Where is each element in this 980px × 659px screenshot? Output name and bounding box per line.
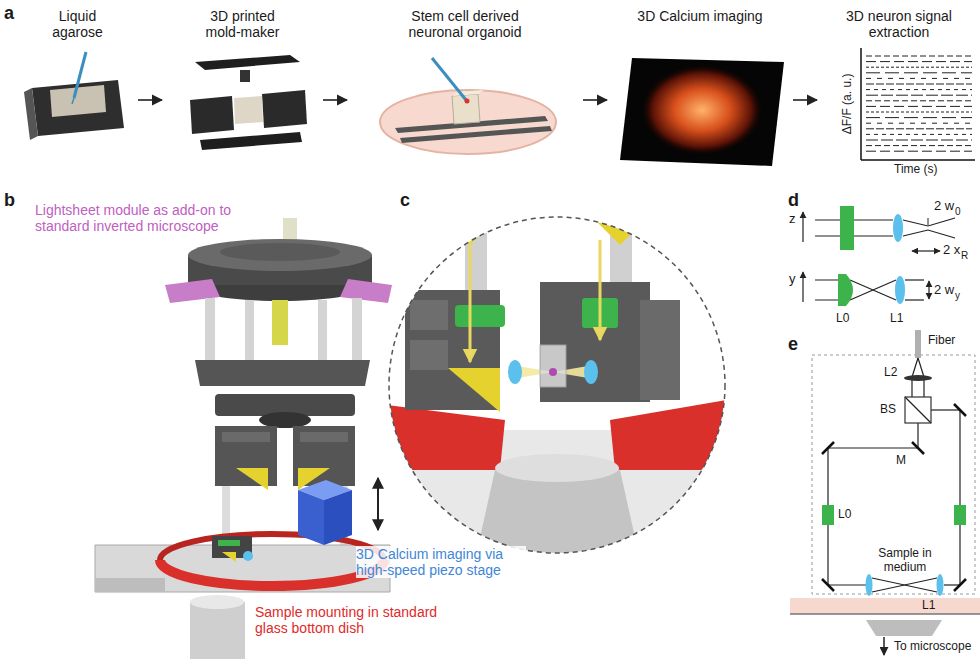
annotation-label: Lightsheet module as add-on to standard … [35, 202, 250, 234]
lightsheet-module [95, 218, 392, 659]
signal-trace [866, 84, 972, 85]
annotation-label: 0 [955, 206, 961, 218]
annotation-label: z [789, 212, 796, 227]
annotation-label: L2 [884, 366, 897, 380]
annotation-label: 2 w [934, 199, 954, 214]
step-label: 3D Calcium imaging [618, 8, 783, 24]
mold-maker [190, 55, 307, 150]
signal-chart [861, 48, 975, 160]
annotation-label: 3D Calcium imaging via high-speed piezo … [356, 546, 526, 578]
step-node: 3D Calcium imaging [610, 8, 790, 168]
step-label: Liquid agarose [38, 8, 118, 40]
annotation-label: R [961, 250, 968, 262]
step-label: 3D neuron signal extraction [843, 8, 955, 40]
signal-trace [866, 134, 972, 135]
optical-layout [790, 330, 980, 655]
signal-trace [866, 151, 972, 152]
step-node: Liquid agarose [20, 8, 135, 168]
signal-trace [866, 72, 972, 73]
panel-letter: c [400, 190, 410, 211]
annotation-label: To microscope [894, 640, 971, 654]
annotation-label: L1 [890, 312, 903, 326]
step-node: 3D printed mold-maker [165, 8, 320, 168]
step-label: Stem cell derived neuronal organoid [390, 8, 540, 40]
beam-lenses [838, 206, 905, 306]
step-label: 3D printed mold-maker [195, 8, 290, 40]
signal-trace [866, 112, 972, 113]
annotation-label: Time (s) [894, 163, 938, 177]
annotation-label: y [955, 290, 960, 302]
signal-trace [866, 67, 972, 68]
annotation-label: ΔF/F (a. u.) [841, 74, 855, 135]
step-arrow [583, 99, 607, 101]
signal-trace [866, 106, 972, 107]
annotation-label: y [789, 272, 796, 287]
panel-letter: e [788, 334, 798, 355]
annotation-label: 2 x [943, 243, 960, 258]
signal-trace [866, 128, 972, 129]
annotation-label: Sample in medium [872, 547, 938, 575]
annotation-label: L1 [922, 599, 935, 613]
signal-trace [866, 95, 972, 96]
culture-dish [380, 58, 556, 154]
annotation-label: BS [880, 403, 896, 417]
beam-geometry [803, 212, 955, 302]
signal-trace [866, 61, 972, 62]
step-arrow [793, 99, 817, 101]
signal-trace [866, 89, 972, 90]
signal-trace [866, 56, 972, 57]
signal-trace [866, 123, 972, 124]
calcium-image [620, 58, 784, 166]
annotation-label: L0 [838, 508, 851, 522]
signal-trace [866, 100, 972, 101]
panel-letter: b [4, 190, 15, 211]
annotation-label: Fiber [928, 334, 955, 348]
step-node: Stem cell derived neuronal organoid [350, 8, 580, 168]
annotation-label: L0 [836, 312, 849, 326]
signal-trace [866, 117, 972, 118]
zoom-detail [388, 215, 727, 560]
annotation-label: Sample mounting in standard glass bottom… [255, 604, 455, 636]
step-arrow [138, 99, 162, 101]
agarose-trough [24, 52, 124, 140]
signal-trace [866, 78, 972, 79]
panel-letter: a [4, 3, 14, 24]
annotation-label: M [896, 454, 906, 468]
step-arrow [323, 99, 347, 101]
panel-letter: d [788, 190, 799, 211]
signal-trace [866, 145, 972, 146]
annotation-label: 2 w [934, 283, 954, 298]
signal-trace [866, 140, 972, 141]
